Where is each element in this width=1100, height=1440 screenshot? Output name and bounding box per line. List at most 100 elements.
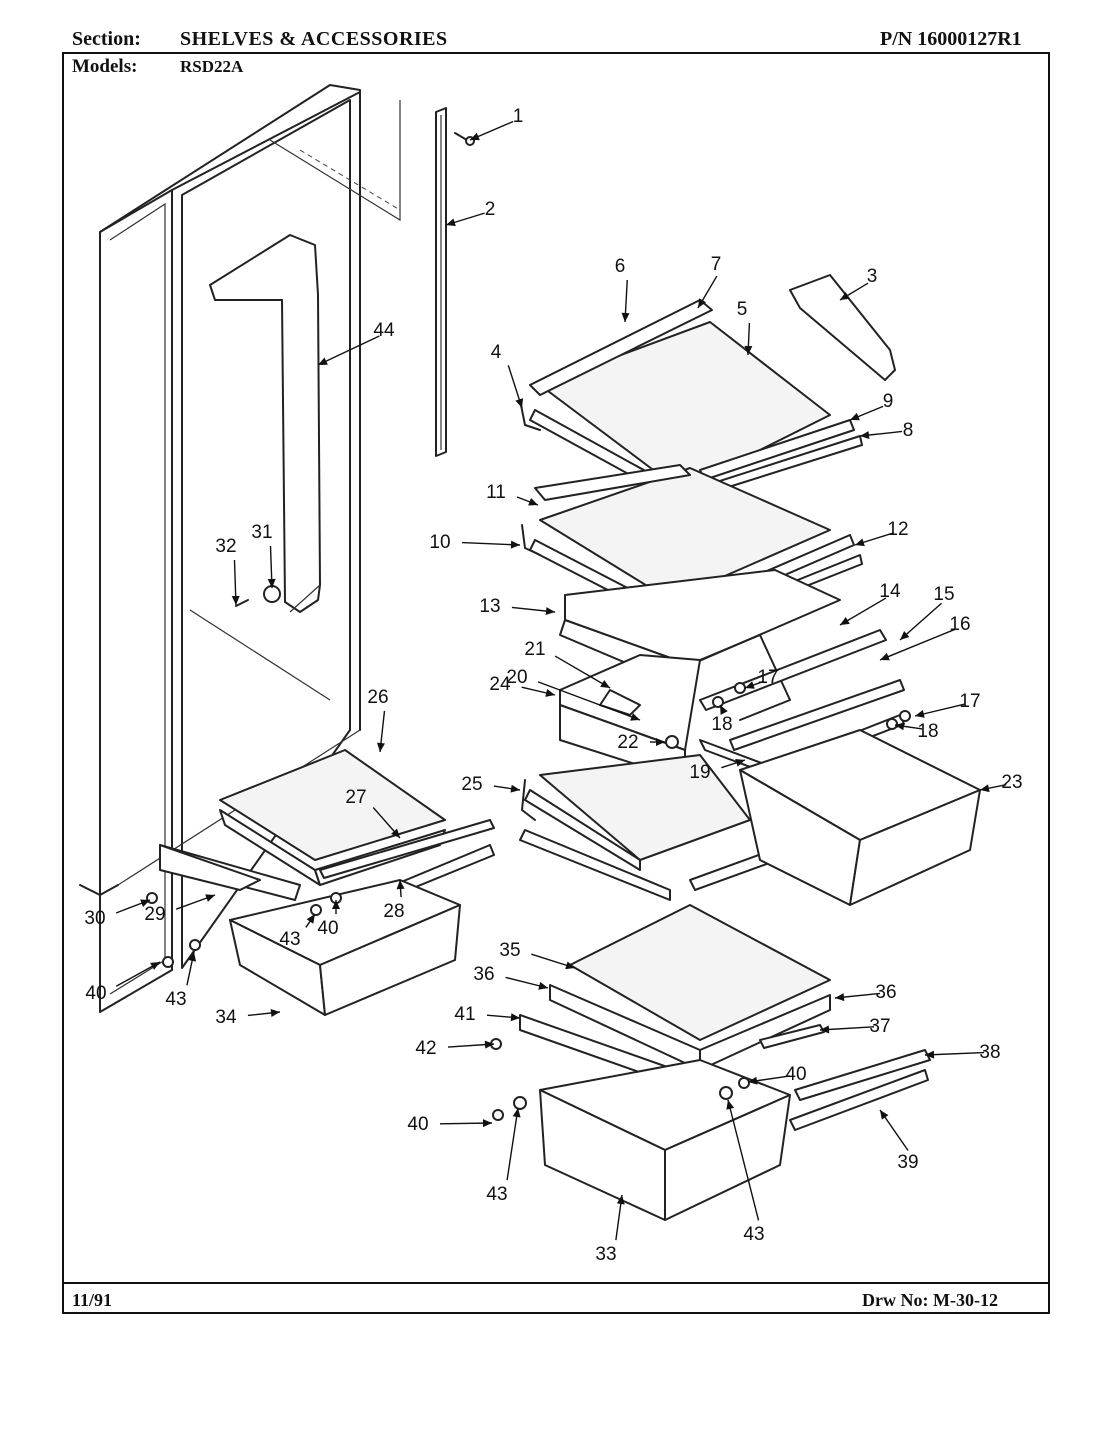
leader-arrow-23 (980, 784, 990, 793)
leader-arrow-26 (376, 742, 385, 752)
leader-arrow-2 (446, 218, 456, 227)
leader-arrow-32 (231, 595, 240, 605)
crisper-23 (739, 729, 981, 906)
leader-arrow-15 (900, 631, 910, 640)
leader-arrow-3 (840, 291, 850, 300)
callout-24: 24 (489, 674, 511, 695)
callout-40: 40 (317, 918, 338, 939)
callout-31: 31 (251, 522, 272, 543)
callout-39: 39 (897, 1152, 918, 1173)
callout-44: 44 (373, 320, 395, 341)
footer-divider (62, 1282, 1050, 1284)
callout-7: 7 (711, 254, 722, 275)
leader-line-44 (317, 335, 380, 366)
callout-33: 33 (595, 1244, 616, 1265)
callout-43: 43 (486, 1184, 507, 1205)
callout-43: 43 (743, 1224, 764, 1245)
bolt-31-32 (235, 585, 281, 607)
callout-12: 12 (887, 519, 908, 540)
leader-arrow-43 (188, 952, 197, 962)
leader-arrow-5 (744, 345, 753, 355)
callout-41: 41 (454, 1004, 475, 1025)
leader-line-21 (554, 655, 611, 689)
section-label: Section: (72, 28, 141, 50)
callout-34: 34 (215, 1007, 237, 1028)
part-number: P/N 16000127R1 (880, 28, 1022, 50)
leader-line-38 (924, 1051, 985, 1056)
leader-arrow-35 (565, 961, 575, 970)
leader-arrow-40 (482, 1119, 492, 1128)
leader-arrow-37 (820, 1025, 830, 1034)
shelf-26-left (159, 749, 495, 905)
callout-30: 30 (84, 908, 105, 929)
drawing-frame (62, 52, 1050, 1314)
footer-date: 11/91 (72, 1290, 113, 1310)
callout-3: 3 (867, 266, 878, 287)
callout-43: 43 (165, 989, 186, 1010)
fasteners-left (146, 892, 342, 968)
leader-arrow-19 (735, 758, 745, 767)
leader-arrow-36 (538, 981, 548, 990)
callout-29: 29 (144, 904, 165, 925)
cabinet-outline (79, 84, 401, 1013)
leader-line-10 (461, 541, 521, 546)
leader-arrow-42 (484, 1040, 494, 1049)
leader-arrow-43 (306, 914, 315, 924)
leader-arrow-31 (267, 578, 276, 588)
section-title: SHELVES & ACCESSORIES (180, 28, 448, 50)
leader-arrow-11 (528, 498, 538, 506)
leader-arrow-40 (150, 962, 160, 970)
callout-18: 18 (917, 721, 938, 742)
callout-11: 11 (486, 482, 506, 503)
handle-44 (209, 234, 321, 613)
leader-arrow-36 (835, 993, 845, 1002)
leader-arrow-25 (510, 784, 520, 793)
leader-arrow-41 (510, 1013, 520, 1022)
bottom-crisper-33 (490, 1038, 791, 1221)
callout-15: 15 (933, 584, 954, 605)
leader-line-20 (537, 681, 641, 721)
callout-17: 17 (959, 691, 980, 712)
leader-arrow-8 (860, 431, 870, 440)
callout-37: 37 (869, 1016, 890, 1037)
leader-arrow-13 (545, 607, 555, 616)
leader-arrow-38 (925, 1050, 935, 1059)
callout-18: 18 (711, 714, 732, 735)
callout-22: 22 (617, 732, 638, 753)
callout-35: 35 (499, 940, 520, 961)
leader-line-37 (819, 1026, 875, 1031)
callout-32: 32 (215, 536, 236, 557)
leader-arrow-20 (630, 713, 640, 721)
leader-arrow-28 (396, 880, 405, 890)
models-label: Models: (72, 56, 138, 77)
leader-arrow-17 (915, 710, 925, 718)
callout-2: 2 (485, 199, 496, 220)
callout-4: 4 (491, 342, 502, 363)
callout-40: 40 (785, 1064, 806, 1085)
leader-arrow-17 (745, 681, 755, 689)
leader-arrow-6 (621, 312, 630, 322)
leader-arrow-22 (656, 738, 665, 746)
leader-line-15 (899, 602, 942, 641)
leader-arrow-27 (391, 828, 400, 838)
callout-8: 8 (903, 420, 914, 441)
leader-line-43 (506, 1107, 519, 1181)
callout-5: 5 (737, 299, 748, 320)
callout-26: 26 (367, 687, 388, 708)
callout-6: 6 (615, 256, 626, 277)
callout-42: 42 (415, 1038, 436, 1059)
crisper-cover-3 (789, 274, 896, 381)
leader-arrow-10 (510, 540, 520, 549)
leader-arrow-29 (205, 894, 215, 902)
rail-2 (435, 107, 447, 457)
leader-arrow-30 (140, 899, 150, 907)
leader-arrow-40 (332, 900, 340, 909)
leader-arrow-18 (895, 722, 905, 731)
callout-9: 9 (883, 391, 894, 412)
callout-36: 36 (875, 982, 896, 1003)
leader-arrow-34 (270, 1008, 280, 1017)
leader-arrow-7 (698, 298, 707, 308)
callout-19: 19 (689, 762, 710, 783)
leader-arrow-16 (880, 652, 890, 661)
